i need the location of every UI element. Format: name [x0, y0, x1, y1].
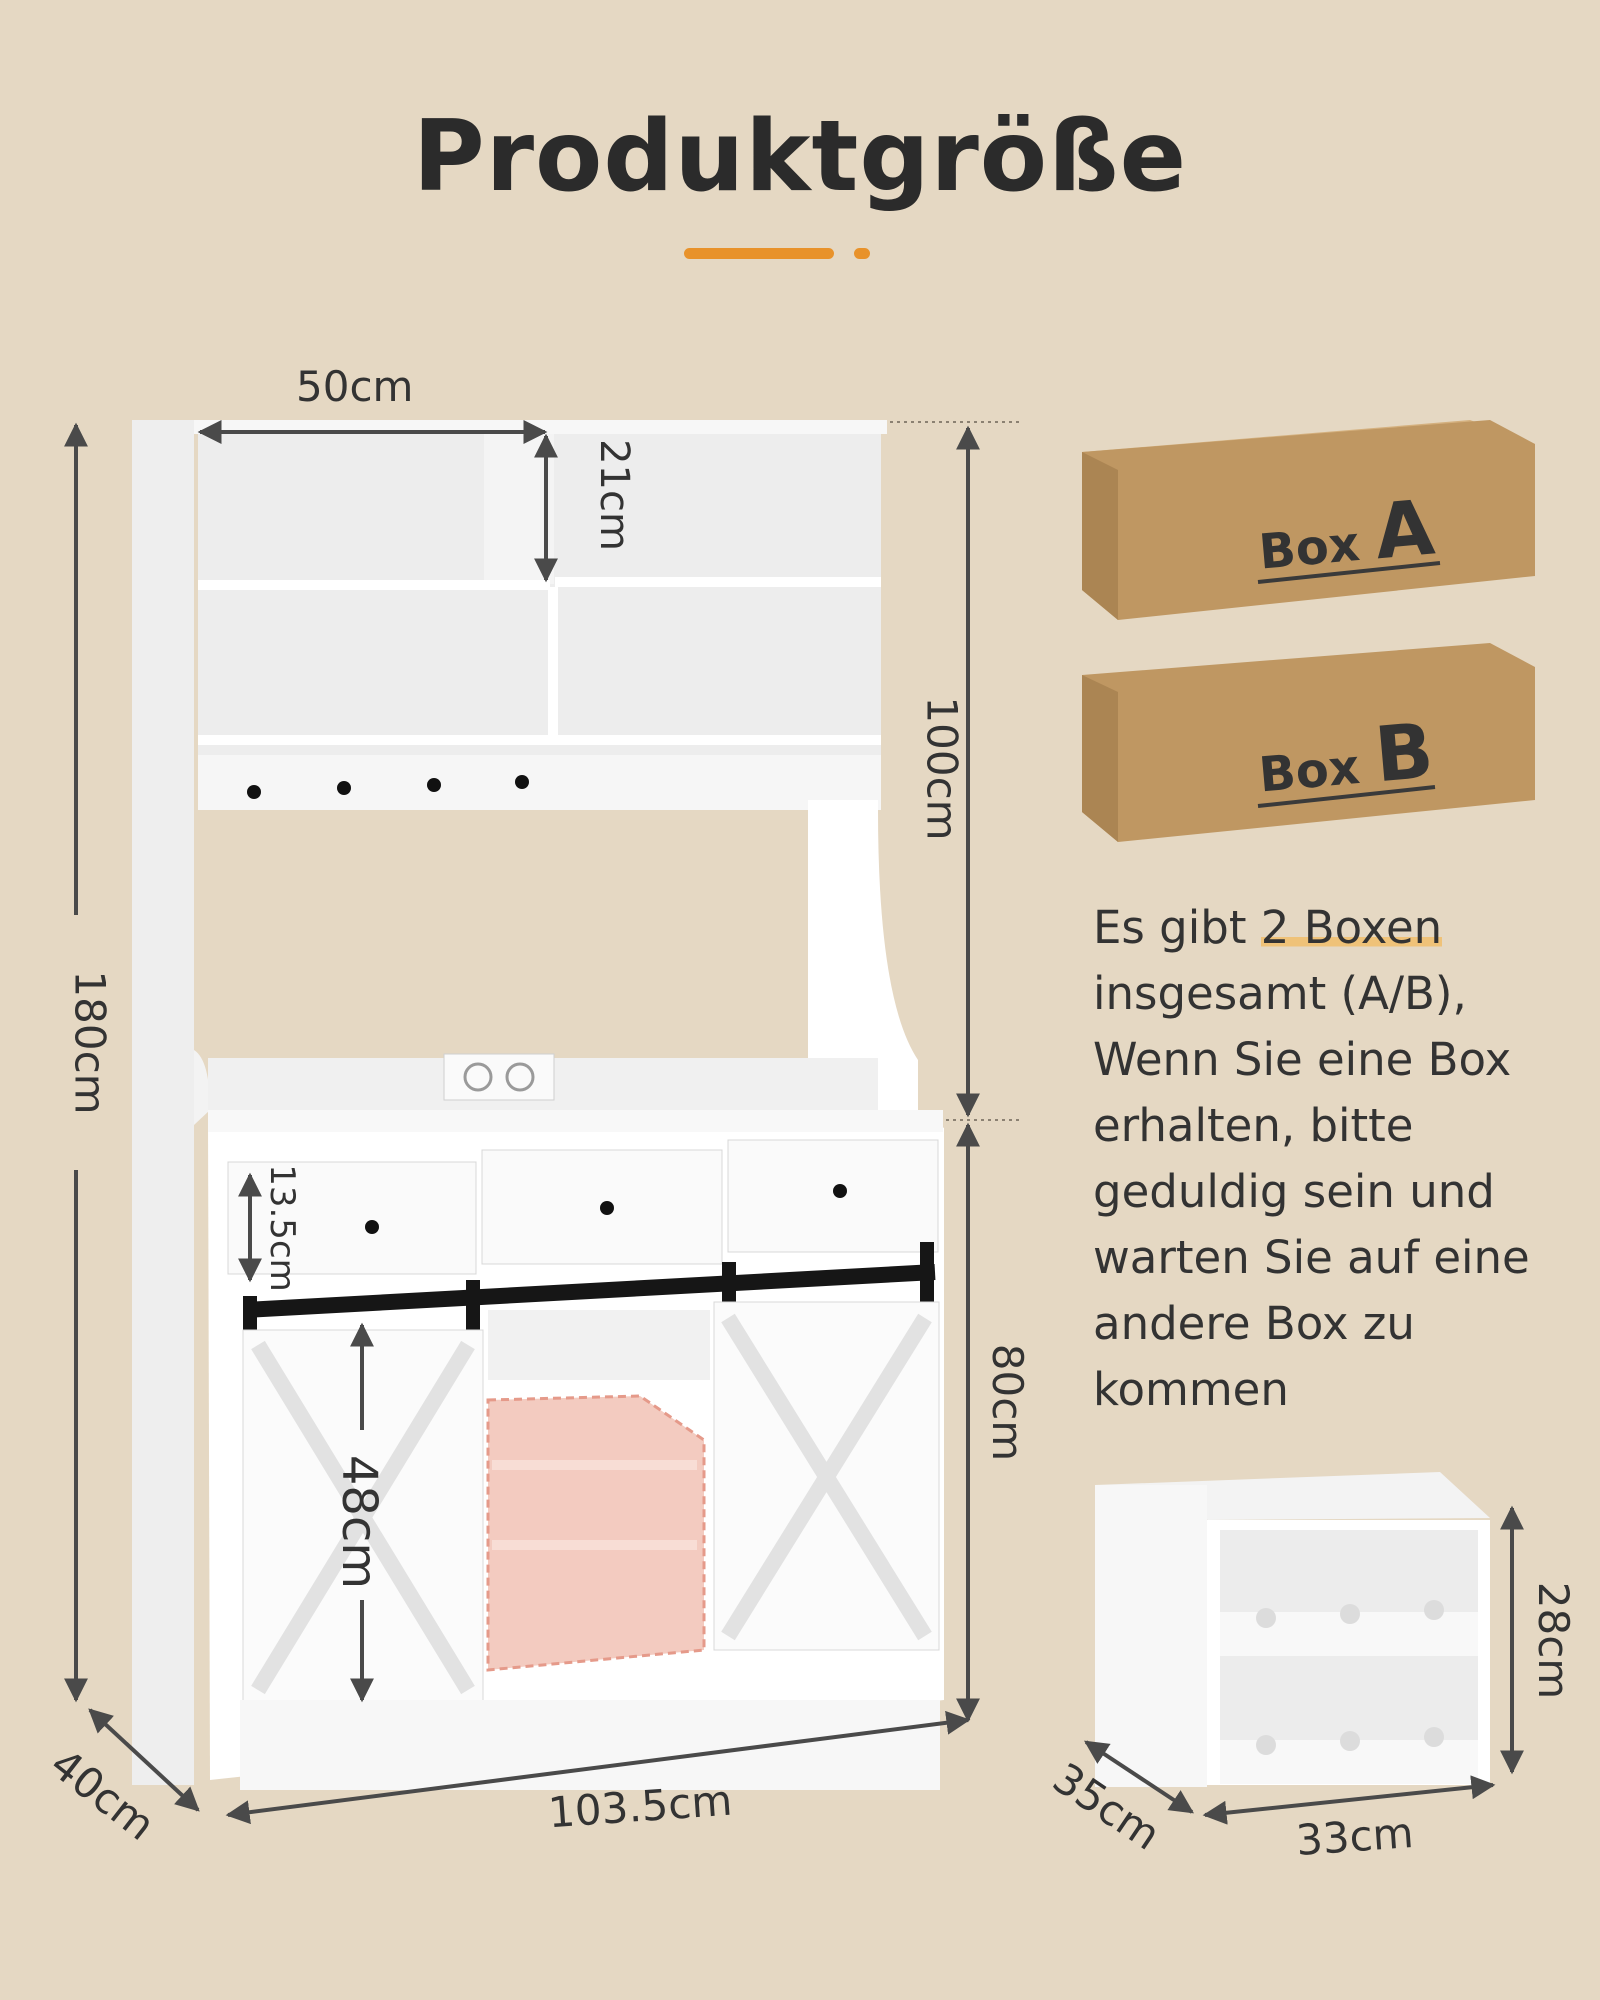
guide-lines [890, 421, 1020, 1121]
box-b-label: Box B [1254, 705, 1437, 810]
box-b-text: Box [1256, 738, 1362, 804]
dim-base-height-label: 80cm [983, 1343, 1033, 1462]
knob-icon [600, 1201, 614, 1215]
box-a-letter: A [1371, 482, 1438, 577]
dim-top-width-label: 50cm [296, 362, 414, 411]
cabinet-base [208, 1110, 944, 1790]
page-title: Produktgröße [412, 100, 1188, 214]
box-b-letter: B [1371, 705, 1437, 800]
notice-highlight: 2 Boxen [1260, 901, 1443, 954]
hooks [247, 775, 529, 799]
dimension-lines [64, 420, 980, 1825]
dim-total-height-label: 180cm [65, 970, 115, 1115]
dim-hutch-height-label: 100cm [917, 696, 967, 841]
box-a-illustration [1082, 420, 1535, 620]
notice-pre: Es gibt [1093, 901, 1261, 954]
socket-icon [443, 1053, 555, 1101]
knob-icon [833, 1184, 847, 1198]
knob-icon [365, 1220, 379, 1234]
dim-top-shelf-height-label: 21cm [590, 439, 637, 551]
box-a-text: Box [1256, 515, 1362, 581]
wine-rack-width-label: 33cm [1294, 1807, 1416, 1866]
shipping-notice: Es gibt 2 Boxen insgesamt (A/B), Wenn Si… [1093, 895, 1573, 1423]
notice-post: insgesamt (A/B), Wenn Sie eine Box erhal… [1093, 967, 1530, 1416]
wine-rack-illustration [1095, 1472, 1490, 1787]
dim-cabinet-inner-height-label: 48cm [331, 1454, 388, 1590]
title-accent-dot [854, 248, 870, 259]
title-accent-bar [684, 248, 834, 259]
dim-drawer-height-label: 13.5cm [261, 1164, 302, 1292]
wine-rack-dimension-lines [1083, 1505, 1524, 1825]
wine-rack-height-label: 28cm [1529, 1581, 1579, 1700]
box-b-illustration [1082, 643, 1535, 842]
box-a-label: Box A [1254, 482, 1438, 586]
